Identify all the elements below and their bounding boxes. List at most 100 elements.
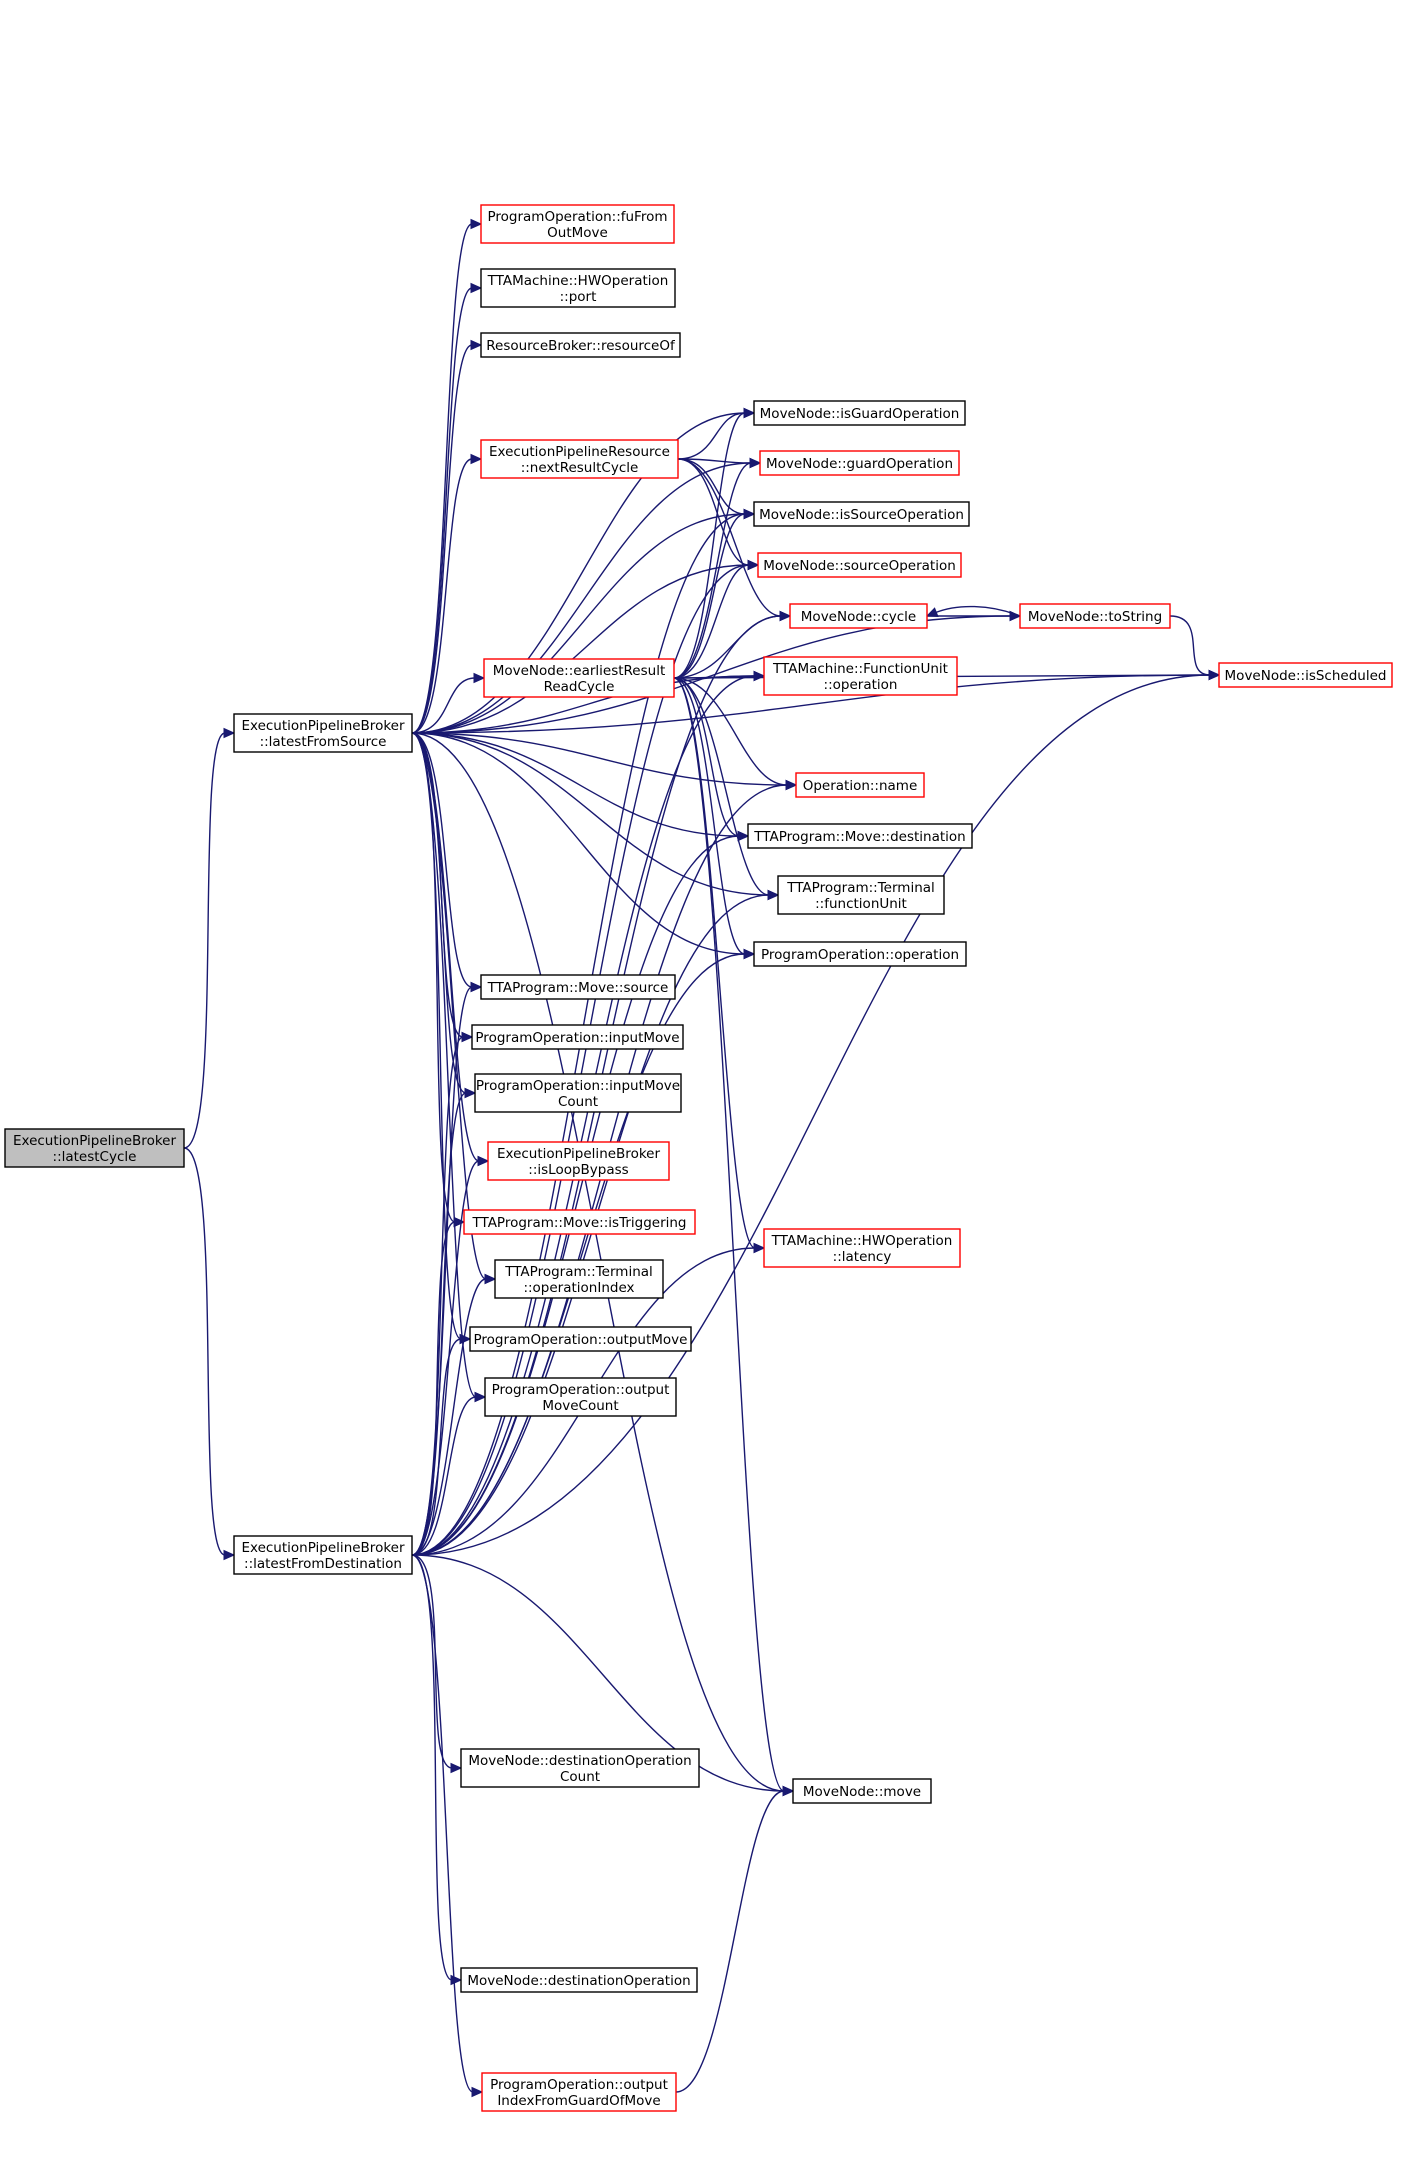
node-nextResultCycle[interactable]: ExecutionPipelineResource::nextResultCyc… [480, 439, 679, 479]
arrowhead-latestFromSource-to-fuFromOutMove [470, 218, 483, 230]
edges-layer [183, 218, 1221, 2098]
node-moveDestination[interactable]: TTAProgram::Move::destination [747, 823, 973, 849]
edge-latestFromSource-to-fuFromOutMove [411, 223, 473, 734]
edge-nextResultCycle-to-isSourceOperation [677, 458, 746, 515]
node-label-outputMove-line0: ProgramOperation::outputMove [474, 1332, 688, 1348]
edge-latestFromSource-to-nextResultCycle [411, 458, 473, 734]
node-box-latestFromDestination [233, 1535, 413, 1575]
node-isScheduled[interactable]: MoveNode::isScheduled [1218, 662, 1393, 688]
node-label-hwLatency-line1: ::latency [833, 1249, 892, 1265]
node-label-isScheduled-line0: MoveNode::isScheduled [1225, 668, 1387, 684]
node-label-terminalFunctionUnit-line1: ::functionUnit [815, 896, 907, 912]
node-terminalFunctionUnit[interactable]: TTAProgram::Terminal::functionUnit [777, 875, 945, 915]
node-latestFromDestination[interactable]: ExecutionPipelineBroker::latestFromDesti… [233, 1535, 413, 1575]
node-outputMove[interactable]: ProgramOperation::outputMove [469, 1326, 692, 1352]
edge-earliestResultReadCycle-to-opName [673, 677, 788, 786]
edge-latestFromSource-to-moveDestination [411, 732, 740, 837]
arrowhead-latestFromDestination-to-fuOperation [753, 670, 766, 682]
node-isGuardOperation[interactable]: MoveNode::isGuardOperation [753, 400, 966, 426]
node-label-isLoopBypass-line0: ExecutionPipelineBroker [497, 1146, 660, 1162]
edge-latestFromSource-to-terminalFunctionUnit [411, 732, 770, 896]
node-label-inputMove-line0: ProgramOperation::inputMove [475, 1030, 679, 1046]
edge-latestFromDestination-to-outputMoveCount [411, 1396, 477, 1556]
arrowhead-latestFromDestination-to-isScheduled [1208, 669, 1221, 681]
node-move[interactable]: MoveNode::move [792, 1778, 932, 1804]
node-guardOperation[interactable]: MoveNode::guardOperation [759, 450, 960, 476]
edge-earliestResultReadCycle-to-terminalFunctionUnit [673, 677, 770, 896]
node-label-latestCycle-line0: ExecutionPipelineBroker [13, 1133, 176, 1149]
node-label-nextResultCycle-line0: ExecutionPipelineResource [489, 444, 670, 460]
node-label-earliestResultReadCycle-line1: ReadCycle [544, 679, 615, 695]
edge-latestFromSource-to-resourceOf [411, 344, 473, 734]
node-box-terminalFunctionUnit [777, 875, 945, 915]
node-cycle[interactable]: MoveNode::cycle [789, 603, 928, 629]
node-box-latestFromSource [233, 713, 413, 753]
edge-earliestResultReadCycle-to-moveDestination [673, 677, 740, 837]
arrowhead-latestCycle-to-latestFromSource [223, 727, 236, 739]
arrowhead-latestFromDestination-to-isLoopBypass [477, 1155, 490, 1167]
node-toString[interactable]: MoveNode::toString [1019, 603, 1171, 629]
edge-latestFromSource-to-hwPort [411, 287, 473, 734]
node-isTriggering[interactable]: TTAProgram::Move::isTriggering [463, 1209, 696, 1235]
edge-latestCycle-to-latestFromSource [183, 732, 226, 1149]
edge-latestFromSource-to-outputMoveCount [411, 732, 477, 1398]
node-label-opName-line0: Operation::name [803, 778, 918, 794]
node-poOperation[interactable]: ProgramOperation::operation [753, 941, 967, 967]
node-box-isScheduled [1218, 662, 1393, 688]
node-box-isSourceOperation [753, 501, 970, 527]
edge-latestCycle-to-latestFromDestination [183, 1147, 226, 1556]
node-label-latestFromDestination-line0: ExecutionPipelineBroker [241, 1540, 404, 1556]
node-label-inputMoveCount-line1: Count [558, 1094, 598, 1110]
node-label-latestCycle-line1: ::latestCycle [53, 1149, 137, 1165]
node-label-earliestResultReadCycle-line0: MoveNode::earliestResult [493, 663, 666, 679]
node-label-outputMoveCount-line0: ProgramOperation::output [492, 1382, 670, 1398]
node-destinationOperation[interactable]: MoveNode::destinationOperation [460, 1967, 698, 1993]
edge-latestFromSource-to-isLoopBypass [411, 732, 480, 1162]
node-label-isSourceOperation-line0: MoveNode::isSourceOperation [759, 507, 964, 523]
node-isLoopBypass[interactable]: ExecutionPipelineBroker::isLoopBypass [487, 1141, 670, 1181]
node-box-outputIndexFromGuardOfMove [481, 2072, 677, 2112]
node-isSourceOperation[interactable]: MoveNode::isSourceOperation [753, 501, 970, 527]
edge-earliestResultReadCycle-to-sourceOperation [673, 564, 750, 679]
node-outputIndexFromGuardOfMove[interactable]: ProgramOperation::outputIndexFromGuardOf… [481, 2072, 677, 2112]
node-hwPort[interactable]: TTAMachine::HWOperation::port [480, 268, 676, 308]
node-box-guardOperation [759, 450, 960, 476]
node-label-isLoopBypass-line1: ::isLoopBypass [528, 1162, 628, 1178]
node-sourceOperation[interactable]: MoveNode::sourceOperation [757, 552, 962, 578]
edge-latestFromSource-to-operationIndex [411, 732, 487, 1280]
node-operationIndex[interactable]: TTAProgram::Terminal::operationIndex [494, 1259, 664, 1299]
edge-earliestResultReadCycle-to-guardOperation [673, 462, 752, 679]
node-box-opName [795, 772, 925, 798]
node-label-outputMoveCount-line1: MoveCount [542, 1398, 618, 1414]
node-label-toString-line0: MoveNode::toString [1028, 609, 1162, 625]
edge-latestFromSource-to-isSourceOperation [411, 513, 746, 734]
edge-nextResultCycle-to-cycle [677, 458, 782, 617]
node-label-moveSource-line0: TTAProgram::Move::source [487, 980, 669, 996]
node-box-destinationOperation [460, 1967, 698, 1993]
node-box-nextResultCycle [480, 439, 679, 479]
node-resourceOf[interactable]: ResourceBroker::resourceOf [480, 332, 681, 358]
arrowhead-earliestResultReadCycle-to-isGuardOperation [743, 407, 756, 419]
node-label-terminalFunctionUnit-line0: TTAProgram::Terminal [786, 880, 935, 896]
node-label-poOperation-line0: ProgramOperation::operation [761, 947, 959, 963]
node-opName[interactable]: Operation::name [795, 772, 925, 798]
node-fuOperation[interactable]: TTAMachine::FunctionUnit::operation [763, 656, 958, 696]
node-latestCycle[interactable]: ExecutionPipelineBroker::latestCycle [4, 1128, 185, 1168]
node-inputMove[interactable]: ProgramOperation::inputMove [471, 1024, 684, 1050]
node-hwLatency[interactable]: TTAMachine::HWOperation::latency [763, 1228, 961, 1268]
arrowhead-outputIndexFromGuardOfMove-to-move [782, 1785, 795, 1797]
arrowhead-latestFromDestination-to-terminalFunctionUnit [767, 889, 780, 901]
node-label-fuFromOutMove-line0: ProgramOperation::fuFrom [488, 209, 668, 225]
edge-latestFromDestination-to-move [411, 1554, 785, 1792]
edge-earliestResultReadCycle-to-hwLatency [673, 677, 756, 1249]
node-latestFromSource[interactable]: ExecutionPipelineBroker::latestFromSourc… [233, 713, 413, 753]
node-moveSource[interactable]: TTAProgram::Move::source [480, 974, 676, 1000]
arrowhead-latestFromDestination-to-moveSource [470, 981, 483, 993]
arrowhead-latestFromDestination-to-outputIndexFromGuardOfMove [471, 2086, 484, 2098]
edge-latestFromSource-to-sourceOperation [411, 564, 750, 734]
